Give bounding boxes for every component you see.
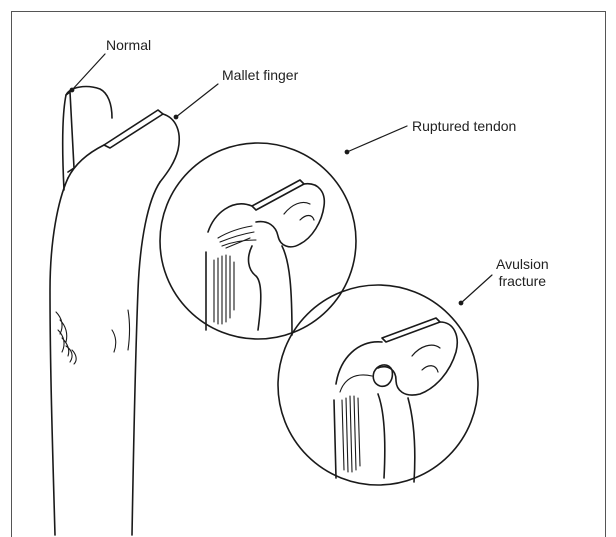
label-mallet-finger: Mallet finger [222, 67, 298, 84]
ruptured-nail [252, 180, 304, 210]
crease-small [112, 310, 130, 352]
label-normal: Normal [106, 37, 151, 54]
leader-mallet-dot [174, 115, 178, 119]
avulsion-middle-phalanx [378, 394, 415, 482]
finger-outline [50, 87, 179, 535]
knuckle-crease [56, 312, 76, 364]
label-ruptured-tendon: Ruptured tendon [412, 118, 516, 135]
ruptured-tendon-fibers [218, 226, 256, 248]
ruptured-tendon-inset [160, 143, 356, 339]
normal-nail [66, 92, 74, 172]
leader-ruptured [347, 126, 407, 152]
finger-palmar-edge [132, 182, 160, 535]
finger-dorsal-edge [50, 178, 68, 535]
leader-lines [70, 54, 492, 305]
label-avulsion-line1: Avulsion [496, 256, 549, 273]
leader-mallet [176, 84, 218, 117]
mallet-tip-outline [68, 114, 179, 182]
leader-avulsion [461, 275, 492, 303]
avulsion-bone-inner [412, 345, 440, 372]
leader-avulsion-dot [459, 301, 463, 305]
label-avulsion-line2: fracture [496, 273, 549, 290]
leader-normal [72, 54, 105, 90]
avulsion-fracture-inset [278, 285, 478, 485]
ruptured-bone-inner [284, 202, 314, 220]
leader-ruptured-dot [345, 150, 349, 154]
avulsion-nail [382, 318, 440, 342]
ruptured-finger-outline [206, 204, 252, 330]
mallet-nail [104, 110, 163, 148]
ruptured-distal-bone [256, 184, 324, 247]
avulsion-distal-bone [378, 322, 457, 395]
avulsion-tendon-strands [340, 375, 372, 472]
inset-circle-ruptured [160, 143, 356, 339]
ruptured-tendon-strands [214, 255, 234, 324]
ruptured-middle-phalanx [249, 246, 292, 335]
label-avulsion-fracture: Avulsion fracture [496, 256, 549, 290]
